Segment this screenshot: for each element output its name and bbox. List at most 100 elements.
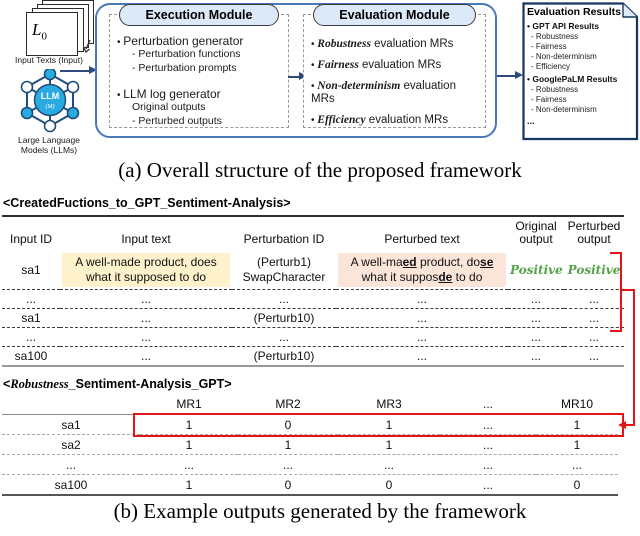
red-connector: [626, 424, 635, 426]
cell: ...: [232, 289, 336, 309]
red-highlight-rect: [133, 413, 624, 437]
cell: ...: [336, 308, 508, 328]
results-title: Evaluation Results: [527, 6, 621, 18]
evaluation-module: Evaluation Module Robustness evaluation …: [303, 4, 486, 128]
cell-perturbation-id: (Perturb1) SwapCharacter: [232, 250, 336, 290]
cell: sa100: [54, 477, 88, 492]
created-functions-table: Input ID Input text Perturbation ID Pert…: [2, 215, 624, 367]
column-header: MR10: [536, 395, 618, 415]
llm-network-icon: LLM (M): [20, 69, 80, 133]
cell: ...: [588, 348, 599, 363]
cell: 0: [238, 414, 338, 435]
cell-perturbed-text: A well-maed product, dose what it suppos…: [336, 250, 508, 290]
sub-item: - Perturbation functions: [132, 48, 241, 60]
cell: ...: [140, 348, 151, 363]
cell-input-id: sa1: [2, 250, 60, 290]
cell: ...: [60, 289, 232, 309]
results-item: Robustness: [531, 32, 636, 41]
framework-diagram: L0 Input Texts (Input) LLM (M) L: [0, 0, 640, 158]
column-header: Perturbation ID: [243, 232, 325, 247]
table-row: ... ... ... ... ... ...: [2, 327, 624, 347]
table-row: ... ... ... ... ... ...: [2, 289, 624, 309]
column-header: MR2: [238, 395, 338, 415]
cell: 1: [536, 414, 618, 435]
red-bracket: [620, 252, 622, 332]
results-group-title: GooglePaLM Results: [527, 74, 636, 84]
input-texts-stack-icon: L0: [26, 0, 98, 56]
results-item: Fairness: [531, 42, 636, 51]
column-header: MR3: [338, 395, 440, 415]
column-header: ...: [440, 395, 536, 415]
cell: ...: [440, 454, 536, 475]
cell: ...: [232, 327, 336, 347]
cell: ...: [60, 308, 232, 328]
cell: sa1: [2, 414, 140, 435]
cell: ...: [336, 327, 508, 347]
doc-label: L0: [32, 20, 47, 43]
bullet-item: Perturbation generator: [117, 34, 284, 48]
robustness-table: MR1 MR2 MR3 ... MR10 sa1 1 0 1 ... 1 sa2…: [2, 395, 618, 496]
cell: ...: [338, 454, 440, 475]
table-row: sa1 1 0 1 ... 1: [2, 414, 618, 435]
cell: ...: [2, 327, 60, 347]
bullet-item: Non-determinism evaluation MRs: [311, 80, 481, 108]
column-header: Input ID: [9, 232, 53, 247]
caption-b: (b) Example outputs generated by the fra…: [113, 499, 527, 523]
cell: ...: [564, 308, 624, 328]
llm-label: Large Language Models (LLMs): [18, 135, 80, 156]
sub-item: - Perturbed outputs: [132, 114, 222, 127]
bullet-item: Robustness evaluation MRs: [311, 38, 481, 52]
results-group-title: GPT API Results: [527, 21, 636, 31]
cell: 1: [185, 477, 193, 492]
cell: 1: [238, 434, 338, 455]
module-to-module-arrow: [288, 71, 307, 82]
cell: ...: [60, 327, 232, 347]
input-texts-label: Input Texts (Input): [15, 55, 83, 65]
table1-title: <CreatedFuctions_to_GPT_Sentiment-Analys…: [3, 196, 291, 210]
cell: ...: [564, 327, 624, 347]
framework-to-results-arrow: [497, 70, 523, 81]
svg-text:LLM: LLM: [41, 91, 60, 101]
cell-perturbed-output: Positive: [564, 250, 624, 290]
cell: ...: [536, 454, 618, 475]
svg-text:(M): (M): [46, 103, 55, 110]
cell: ...: [2, 289, 60, 309]
cell: ...: [440, 414, 536, 435]
table-row: sa100 1 0 0 ... 0: [2, 475, 618, 496]
cell: 1: [338, 414, 440, 435]
results-item: Non-determinism: [531, 105, 636, 114]
column-header: MR1: [140, 395, 238, 415]
cell: 1: [140, 434, 238, 455]
cell: (Perturb10): [232, 308, 336, 328]
cell: ...: [564, 289, 624, 309]
table-row: sa2 1 1 1 ... 1: [2, 434, 618, 455]
red-bracket-tick: [610, 252, 621, 254]
column-header: Perturbed output: [567, 219, 621, 247]
column-header: [2, 395, 140, 415]
red-connector: [622, 289, 635, 291]
bullet-item: Fairness evaluation MRs: [311, 59, 481, 73]
sub-item: - Perturbation prompts: [132, 61, 237, 74]
results-item: Efficiency: [531, 62, 636, 71]
table-row: sa1 A well-made product, does what it su…: [2, 250, 624, 290]
cell: 0: [573, 477, 581, 492]
cell: (Perturb10): [253, 348, 315, 363]
cell: 1: [338, 434, 440, 455]
cell: 0: [284, 477, 292, 492]
input-to-framework-arrow: [60, 65, 97, 76]
down-arrow-icon: [82, 40, 91, 54]
cell-input-text: A well-made product, does what it suppos…: [60, 250, 232, 290]
sub-item: Original outputs: [132, 101, 206, 114]
cell: sa2: [2, 434, 140, 455]
results-item: Non-determinism: [531, 52, 636, 61]
cell: 1: [536, 434, 618, 455]
table-header-row: Input ID Input text Perturbation ID Pert…: [2, 216, 624, 251]
bullet-item: LLM log generator: [117, 87, 284, 101]
cell: ...: [508, 289, 564, 309]
table2-title: <Robustness_Sentiment-Analysis_GPT>: [3, 377, 232, 391]
table-row: ... ... ... ... ... ...: [2, 454, 618, 475]
execution-module-title: Execution Module: [119, 4, 279, 26]
cell: ...: [140, 454, 238, 475]
results-item: Robustness: [531, 85, 636, 94]
